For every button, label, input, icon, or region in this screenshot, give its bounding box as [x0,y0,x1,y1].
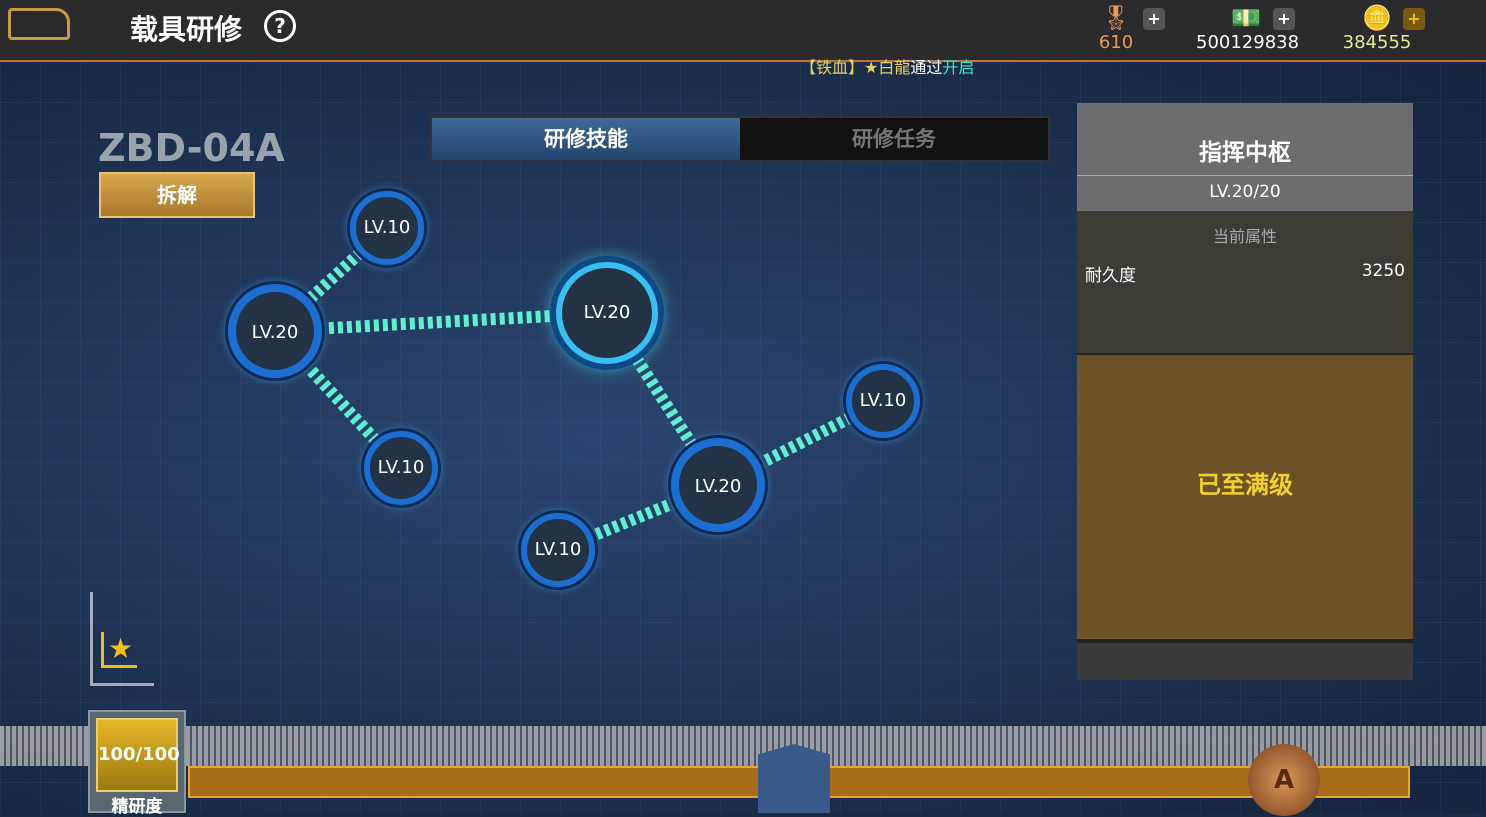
tab-skills[interactable]: 研修技能 [432,118,740,160]
back-button[interactable] [8,8,70,40]
medal-icon: 🎖 [1100,4,1132,32]
tab-tasks[interactable]: 研修任务 [852,127,936,151]
gold-currency: 🪙384555 [1342,4,1412,53]
cash-currency: 💵500129838 [1196,4,1300,53]
rank-emblem-icon [758,744,830,813]
max-level-status: 已至满级 [1077,353,1413,643]
skill-node[interactable]: LV.10 [521,513,595,587]
attr-name: 耐久度 [1085,266,1136,286]
page-title: 载具研修 [130,13,243,46]
medal-currency: 🎖610 [1098,4,1134,53]
add-medal-button[interactable]: + [1143,8,1165,30]
mastery-badge: 100/100 精研度 [88,710,186,817]
notice-player: 【铁血】★白龍 [800,58,911,77]
skill-detail-panel: 指挥中枢 LV.20/20 当前属性耐久度 3250 已至满级 [1077,103,1413,680]
notice-banner: 【铁血】★白龍通过开启 [800,54,974,78]
disassemble-button[interactable]: 拆解 [99,172,255,218]
skill-node-selected[interactable]: LV.20 [556,262,658,364]
attr-value: 3250 [1361,261,1405,281]
attr-header: 当前属性 [1212,227,1277,246]
add-gold-button[interactable]: + [1403,8,1425,30]
skill-node[interactable]: LV.20 [671,438,765,532]
skill-node[interactable]: LV.10 [364,431,438,505]
skill-node[interactable]: LV.20 [228,284,322,378]
reset-button[interactable]: A [1248,744,1320,816]
mastery-value: 100/100 [96,718,180,792]
skill-name: 指挥中枢 [1199,140,1291,166]
cash-icon: 💵 [1231,4,1261,32]
skill-level: LV.20/20 [1077,175,1413,202]
gold-icon: 🪙 [1362,4,1392,32]
notice-text: 通过 [910,58,943,77]
tab-bar: 研修技能 研修任务 [430,116,1050,162]
vehicle-model: ZBD-04A [98,126,285,170]
skill-node[interactable]: LV.10 [350,191,424,265]
help-button[interactable]: ? [264,10,296,42]
skill-node[interactable]: LV.10 [846,364,920,438]
add-cash-button[interactable]: + [1273,8,1295,30]
notice-action: 开启 [942,58,975,77]
mastery-label: 精研度 [111,797,163,817]
rail-decoration [0,726,1486,766]
top-bar: 载具研修 ? 🎖610 + 💵500129838 + 🪙384555 + [0,0,1486,62]
star-rank-icon: ★ [90,592,154,686]
